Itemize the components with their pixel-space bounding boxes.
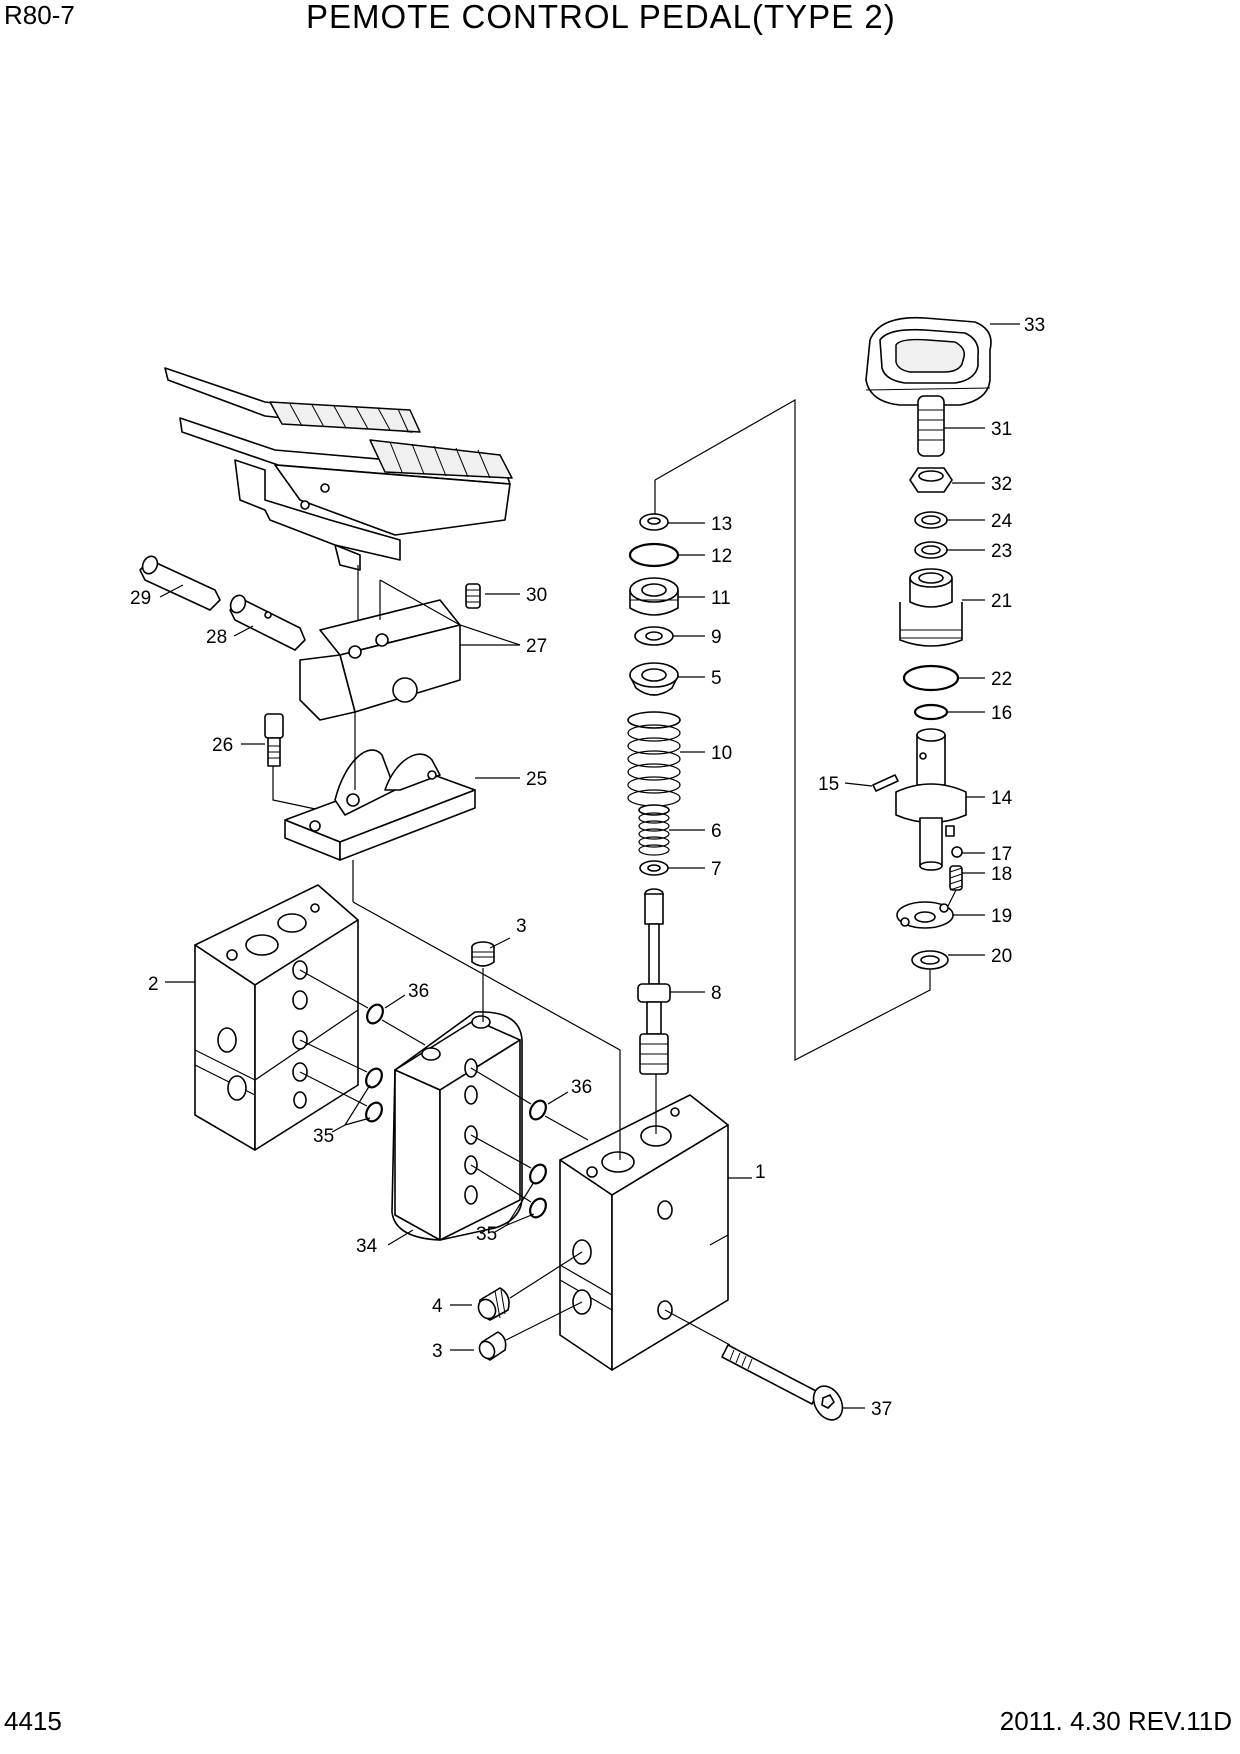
callout-21: 21 [991,591,1012,612]
callout-28: 28 [206,627,227,648]
plug-4 [450,1251,583,1321]
o-ring-36-right [470,1067,589,1141]
seal-11 [629,577,705,616]
spring-18 [947,865,985,907]
plug-21 [899,568,985,647]
callout-30: 30 [526,585,547,606]
callout-4: 4 [432,1296,443,1317]
callout-11: 11 [711,588,731,609]
model-code: R80-7 [4,0,75,30]
pedal-bracket-25 [284,712,520,902]
callout-3-bottom: 3 [432,1341,443,1362]
nut-32 [909,467,985,493]
plug-3-top [471,937,511,1022]
callout-19: 19 [991,906,1012,927]
bolt-37 [721,1344,865,1421]
callout-31: 31 [991,419,1012,440]
callout-10: 10 [711,743,732,764]
o-ring-16 [913,703,985,721]
callout-20: 20 [991,946,1012,967]
callout-27: 27 [526,636,547,657]
callout-14: 14 [991,788,1013,809]
callout-8: 8 [711,983,722,1004]
callout-35-left: 35 [313,1126,334,1147]
callout-24: 24 [991,511,1013,532]
callout-labels: 1 2 3 3 4 5 6 7 8 9 10 11 12 13 14 15 16… [130,315,1045,1420]
callout-2: 2 [148,974,159,995]
callout-35-right: 35 [476,1224,497,1245]
pedal-plates [164,367,513,640]
spring-10 [627,711,705,807]
spring-seat-5 [629,662,705,696]
callout-37: 37 [871,1399,892,1420]
valve-body-2 [165,884,359,1151]
ball-17 [951,846,985,858]
washer-13 [639,513,705,531]
boot-33 [865,316,1020,406]
washer-20 [911,950,985,970]
plunger-14 [895,728,985,871]
bolt-26 [241,713,321,811]
pin-28 [229,594,306,651]
o-ring-36-left [299,969,426,1046]
washer-23 [914,541,985,559]
callout-36-left: 36 [408,981,429,1002]
callout-25: 25 [526,769,547,790]
spring-6 [638,804,705,856]
callout-18: 18 [991,864,1012,885]
spool-8 [637,888,705,1075]
callout-3-top: 3 [516,916,527,937]
page-title: PEMOTE CONTROL PEDAL(TYPE 2) [306,0,896,35]
callout-6: 6 [711,821,722,842]
callout-1: 1 [755,1162,766,1183]
washer-24 [914,511,985,529]
washer-9 [634,626,705,646]
callout-29: 29 [130,588,151,609]
callout-16: 16 [991,703,1012,724]
callout-17: 17 [991,844,1012,865]
pedal-block-27 [299,579,521,721]
callout-12: 12 [711,546,732,567]
callout-15: 15 [818,774,839,795]
plug-3-bottom [450,1301,583,1361]
pin-15 [844,774,899,792]
o-rings-35-right [470,1134,547,1233]
o-ring-22 [902,664,985,692]
callout-32: 32 [991,474,1012,495]
callout-26: 26 [212,735,233,756]
o-rings-35-left [299,1039,383,1133]
callout-5: 5 [711,668,722,689]
callout-7: 7 [711,859,722,880]
rod-31 [917,395,985,457]
callout-22: 22 [991,669,1012,690]
spacer-plate-34 [387,1011,523,1246]
washer-7 [639,860,705,876]
plate-19 [896,901,985,929]
callout-9: 9 [711,627,722,648]
page-number: 4415 [4,1706,62,1736]
callout-33: 33 [1024,315,1045,336]
o-ring-12 [628,542,705,568]
valve-body-1 [559,1094,752,1371]
pin-29 [139,555,221,611]
callout-13: 13 [711,514,732,535]
screw-30 [465,583,520,609]
revision-date: 2011. 4.30 REV.11D [999,1706,1232,1736]
callout-34: 34 [356,1236,378,1257]
callout-36-right: 36 [571,1077,592,1098]
callout-23: 23 [991,541,1012,562]
